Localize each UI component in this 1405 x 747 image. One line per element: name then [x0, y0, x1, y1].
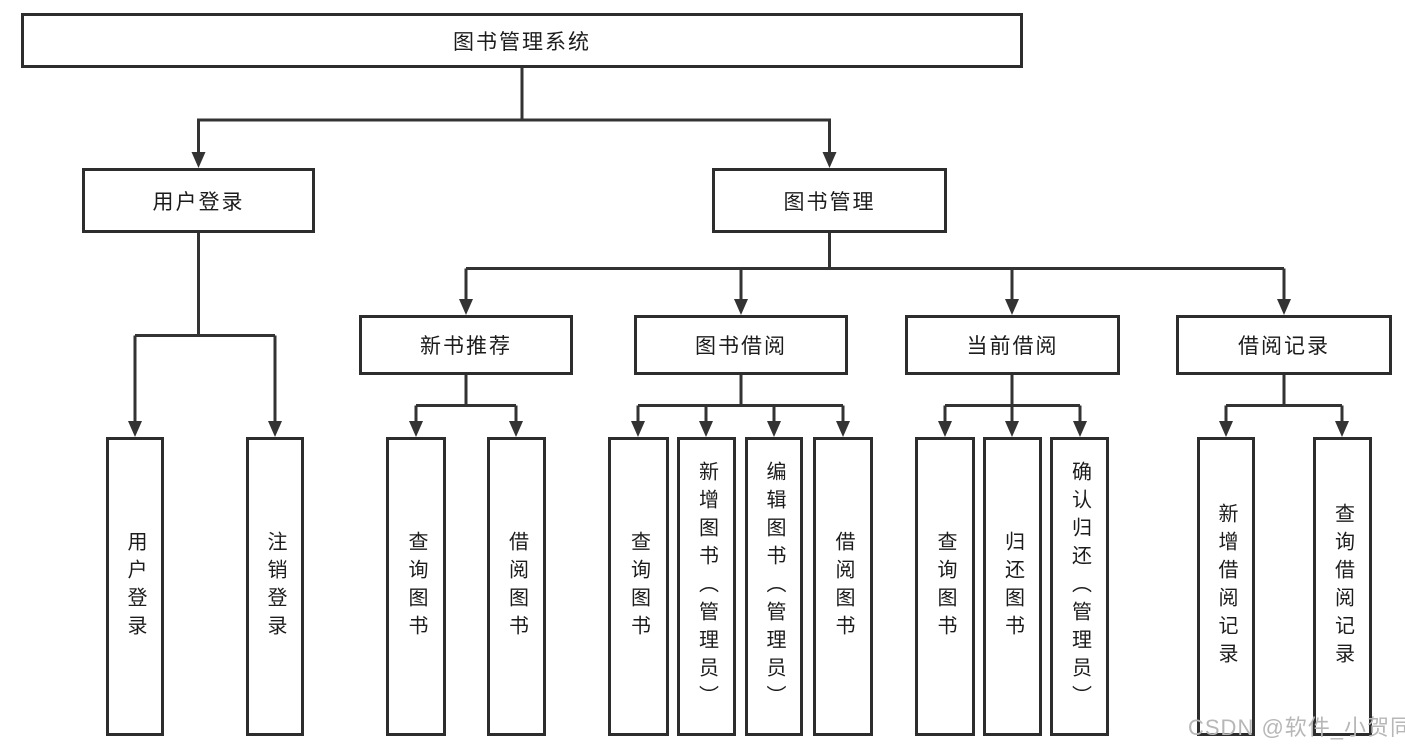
node-borrowing-records: 借阅记录 [1176, 315, 1392, 375]
leaf-return-books: 归还图书 [983, 437, 1042, 736]
node-label: 当前借阅 [966, 335, 1059, 358]
node-label: 查询图书 [627, 530, 650, 643]
leaf-query-books-borrowing: 查询图书 [608, 437, 669, 736]
node-book-management: 图书管理 [712, 168, 947, 233]
leaf-user-login: 用户登录 [106, 437, 164, 736]
node-label: 用户登录 [152, 190, 245, 214]
leaf-add-borrow-record: 新增借阅记录 [1197, 437, 1255, 736]
node-label: 查询借阅记录 [1331, 502, 1354, 671]
node-label: 借阅记录 [1238, 335, 1330, 358]
leaf-query-books-current: 查询图书 [915, 437, 975, 736]
node-new-book-recommendation: 新书推荐 [359, 315, 573, 375]
node-label: 确认归还（管理员） [1068, 460, 1091, 713]
node-library-management-system: 图书管理系统 [21, 13, 1023, 68]
leaf-confirm-return-admin: 确认归还（管理员） [1050, 437, 1109, 736]
leaf-edit-book-admin: 编辑图书（管理员） [745, 437, 803, 736]
leaf-query-borrow-record: 查询借阅记录 [1313, 437, 1372, 736]
node-label: 归还图书 [1001, 530, 1024, 643]
node-label: 用户登录 [124, 530, 146, 643]
node-label: 查询图书 [934, 530, 956, 643]
node-book-borrowing: 图书借阅 [634, 315, 848, 375]
leaf-logout: 注销登录 [246, 437, 304, 736]
node-label: 借阅图书 [505, 530, 528, 643]
csdn-watermark: CSDN @软件_小贺同学 [1188, 715, 1405, 740]
node-label: 图书管理系统 [453, 30, 591, 54]
node-current-borrowing: 当前借阅 [905, 315, 1120, 375]
node-label: 图书借阅 [695, 335, 787, 358]
leaf-query-books-recommend: 查询图书 [386, 437, 446, 736]
node-label: 新书推荐 [420, 335, 512, 358]
node-label: 新增借阅记录 [1215, 502, 1237, 671]
node-label: 借阅图书 [832, 530, 854, 643]
node-label: 查询图书 [405, 530, 427, 643]
leaf-add-book-admin: 新增图书（管理员） [677, 437, 736, 736]
node-label: 注销登录 [264, 530, 286, 643]
leaf-borrow-books: 借阅图书 [813, 437, 873, 736]
leaf-borrow-books-recommend: 借阅图书 [487, 437, 546, 736]
node-user-login: 用户登录 [82, 168, 315, 233]
node-label: 新增图书（管理员） [695, 460, 718, 713]
node-label: 图书管理 [783, 190, 876, 214]
node-label: 编辑图书（管理员） [763, 460, 785, 713]
